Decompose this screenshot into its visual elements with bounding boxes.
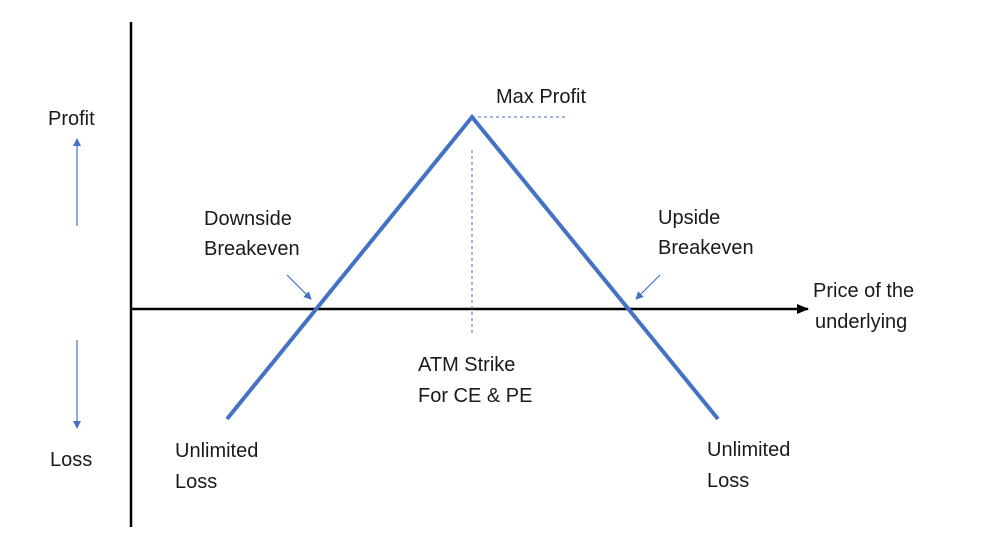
loss-label: Loss [50, 449, 92, 471]
atm-strike-label-line2: For CE & PE [418, 385, 532, 407]
downside-breakeven-label-line2: Breakeven [204, 238, 300, 260]
left-unlimited-loss-label-line2: Loss [175, 471, 217, 493]
max-profit-label: Max Profit [496, 86, 586, 108]
left-unlimited-loss-label-line1: Unlimited [175, 440, 258, 462]
profit-label: Profit [48, 108, 95, 130]
upside-breakeven-label-line1: Upside [658, 207, 720, 229]
right-unlimited-loss-label-line2: Loss [707, 470, 749, 492]
right-unlimited-loss-label-line1: Unlimited [707, 439, 790, 461]
payoff-line [225, 113, 720, 421]
atm-strike-label-line1: ATM Strike [418, 354, 515, 376]
x-axis-label-line1: Price of the [813, 280, 914, 302]
upside-breakeven-arrow [635, 274, 661, 300]
downside-breakeven-label-line1: Downside [204, 208, 292, 230]
upside-breakeven-label-line2: Breakeven [658, 237, 754, 259]
downside-breakeven-arrow [286, 274, 312, 300]
x-axis-label-line2: underlying [815, 311, 907, 333]
